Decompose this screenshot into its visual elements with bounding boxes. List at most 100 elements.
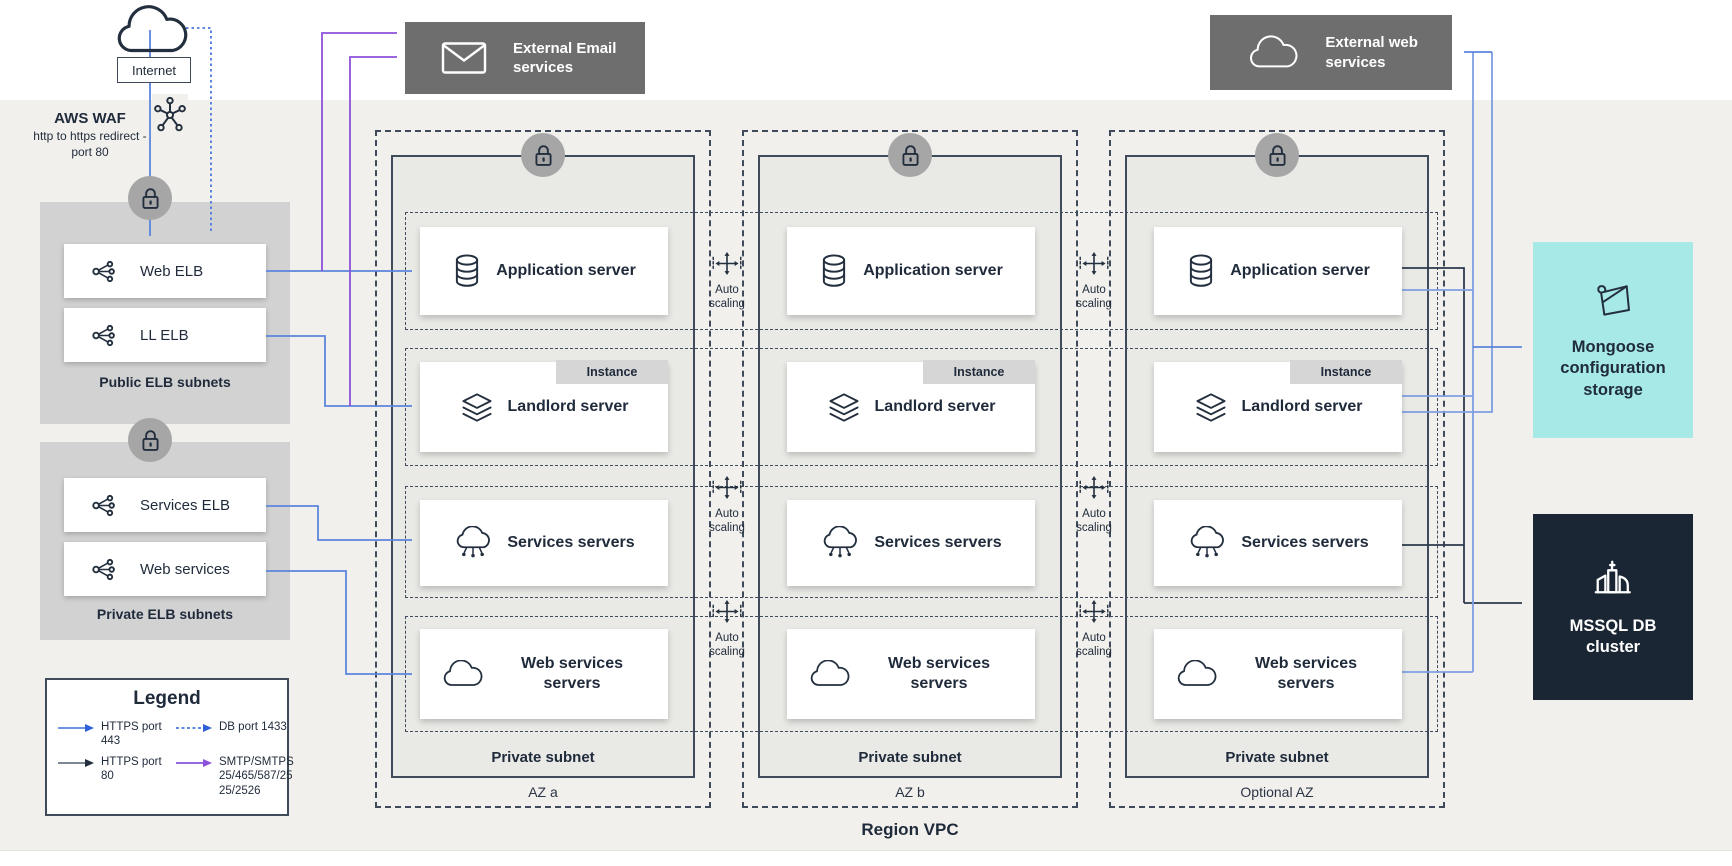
mongoose-configuration-storage-label: Mongoose configuration storage xyxy=(1560,337,1666,399)
services-servers-node[interactable]: Services servers xyxy=(1154,500,1402,586)
security-lock-badge xyxy=(128,418,172,462)
ll-elb-node[interactable]: LL ELB xyxy=(64,308,266,362)
autoscaling-indicator: Auto scaling xyxy=(697,250,757,312)
optional-az-label: Optional AZ xyxy=(1240,784,1314,800)
web-services-elb-node[interactable]: Web services xyxy=(64,542,266,596)
application-server-node[interactable]: Application server xyxy=(1154,227,1402,315)
az-a-label: AZ a xyxy=(528,784,558,800)
database-icon xyxy=(456,253,479,287)
layers-icon xyxy=(828,392,859,422)
az-a-box: AZ a xyxy=(375,130,711,808)
landlord-server-node[interactable]: Instance Landlord server xyxy=(420,360,668,452)
az-b-box: AZ b xyxy=(742,130,1078,808)
cloud-icon xyxy=(443,659,483,686)
arrow-blue-solid-icon xyxy=(58,724,94,732)
database-icon xyxy=(1190,253,1213,287)
web-elb-label: Web ELB xyxy=(140,262,204,280)
external-web-services-box[interactable]: External web services xyxy=(1210,15,1452,90)
landlord-server-label: Landlord server xyxy=(507,398,629,415)
mssql-db-cluster-label: MSSQL DB cluster xyxy=(1569,616,1657,656)
load-balancer-icon xyxy=(92,324,115,346)
database-icon xyxy=(823,253,846,287)
region-vpc-label: Region VPC xyxy=(861,820,959,839)
private-elb-subnets-title: Private ELB subnets xyxy=(96,606,234,622)
services-servers-node[interactable]: Services servers xyxy=(420,500,668,586)
autoscaling-icon xyxy=(1079,251,1109,276)
application-server-label: Application server xyxy=(1230,262,1370,279)
instance-tag: Instance xyxy=(556,360,668,384)
cloud-iot-icon xyxy=(824,525,858,557)
arrow-dark-solid-icon xyxy=(58,758,94,767)
internet-label-text: Internet xyxy=(131,62,177,78)
mssql-db-cluster-box[interactable]: MSSQL DB cluster xyxy=(1533,514,1693,700)
cloud-iot-icon xyxy=(1191,525,1225,557)
internet-label: Internet xyxy=(117,57,191,83)
security-lock-badge xyxy=(128,176,172,220)
envelope-icon xyxy=(441,42,487,74)
legend-title: Legend xyxy=(133,688,201,709)
layers-icon xyxy=(461,392,492,422)
landlord-server-label: Landlord server xyxy=(874,398,996,415)
autoscaling-icon xyxy=(1079,475,1109,500)
web-services-servers-label: Web services servers xyxy=(888,655,990,692)
autoscaling-icon xyxy=(1079,599,1109,624)
bucket-icon xyxy=(1597,284,1630,316)
public-elb-subnets-title: Public ELB subnets xyxy=(99,374,231,390)
landlord-server-node[interactable]: Instance Landlord server xyxy=(1154,360,1402,452)
autoscaling-indicator: Auto scaling xyxy=(1064,598,1124,660)
mongoose-configuration-storage-box[interactable]: Mongoose configuration storage xyxy=(1533,242,1693,438)
waf-annotation: AWS WAF http to https redirect - port 80 xyxy=(22,110,158,160)
services-elb-node[interactable]: Services ELB xyxy=(64,478,266,532)
web-services-servers-node[interactable]: Web services servers xyxy=(420,629,668,719)
private-elb-subnets-box: Services ELB Web services Private ELB su… xyxy=(40,442,290,640)
private-subnet-label-2: Private subnet xyxy=(858,749,962,766)
autoscaling-indicator: Auto scaling xyxy=(1064,474,1124,536)
layers-icon xyxy=(1195,392,1226,422)
instance-tag: Instance xyxy=(1290,360,1402,384)
application-server-node[interactable]: Application server xyxy=(420,227,668,315)
lock-icon xyxy=(141,429,159,451)
services-elb-label: Services ELB xyxy=(140,496,231,514)
web-services-servers-node[interactable]: Web services servers xyxy=(1154,629,1402,719)
services-servers-label: Services servers xyxy=(874,534,1002,551)
autoscaling-icon xyxy=(712,599,742,624)
lock-icon xyxy=(141,187,159,209)
cloud-iot-icon xyxy=(457,525,491,557)
application-server-node[interactable]: Application server xyxy=(787,227,1035,315)
arrow-blue-dashed-icon xyxy=(176,724,212,732)
lock-icon xyxy=(1268,144,1286,166)
waf-title: AWS WAF xyxy=(54,110,126,127)
services-servers-label: Services servers xyxy=(1241,534,1369,551)
internet-cloud-icon xyxy=(117,5,188,53)
cloud-icon xyxy=(810,659,850,686)
cloud-icon xyxy=(1177,659,1217,686)
legend-item-https-443: HTTPS port 443 xyxy=(57,720,175,749)
autoscaling-icon xyxy=(712,251,742,276)
legend-item-db-1433: DB port 1433 xyxy=(175,720,287,749)
landlord-server-node[interactable]: Instance Landlord server xyxy=(787,360,1035,452)
load-balancer-icon xyxy=(92,260,115,282)
load-balancer-icon xyxy=(92,494,115,516)
services-servers-node[interactable]: Services servers xyxy=(787,500,1035,586)
application-server-label: Application server xyxy=(496,262,636,279)
lock-icon xyxy=(901,144,919,166)
cloud-icon xyxy=(1250,34,1298,67)
web-services-servers-label: Web services servers xyxy=(521,655,623,692)
private-subnet-label-1: Private subnet xyxy=(491,749,595,766)
instance-tag: Instance xyxy=(923,360,1035,384)
external-email-services-box[interactable]: External Email services xyxy=(405,22,645,94)
legend-items: HTTPS port 443 DB port 1433 HTTPS port 8… xyxy=(57,720,294,798)
web-elb-node[interactable]: Web ELB xyxy=(64,244,266,298)
autoscaling-icon xyxy=(712,475,742,500)
web-services-servers-label: Web services servers xyxy=(1255,655,1357,692)
private-subnet-label-3: Private subnet xyxy=(1225,749,1329,766)
web-services-elb-label: Web services xyxy=(140,560,230,578)
legend-box: Legend HTTPS port 443 DB port 1433 HTTPS… xyxy=(45,678,294,816)
services-servers-label: Services servers xyxy=(507,534,635,551)
lock-icon xyxy=(534,144,552,166)
autoscaling-indicator: Auto scaling xyxy=(697,474,757,536)
web-services-servers-node[interactable]: Web services servers xyxy=(787,629,1035,719)
public-elb-subnets-box: Web ELB LL ELB Public ELB subnets xyxy=(40,202,290,424)
external-web-services-label: External web services xyxy=(1325,34,1418,71)
